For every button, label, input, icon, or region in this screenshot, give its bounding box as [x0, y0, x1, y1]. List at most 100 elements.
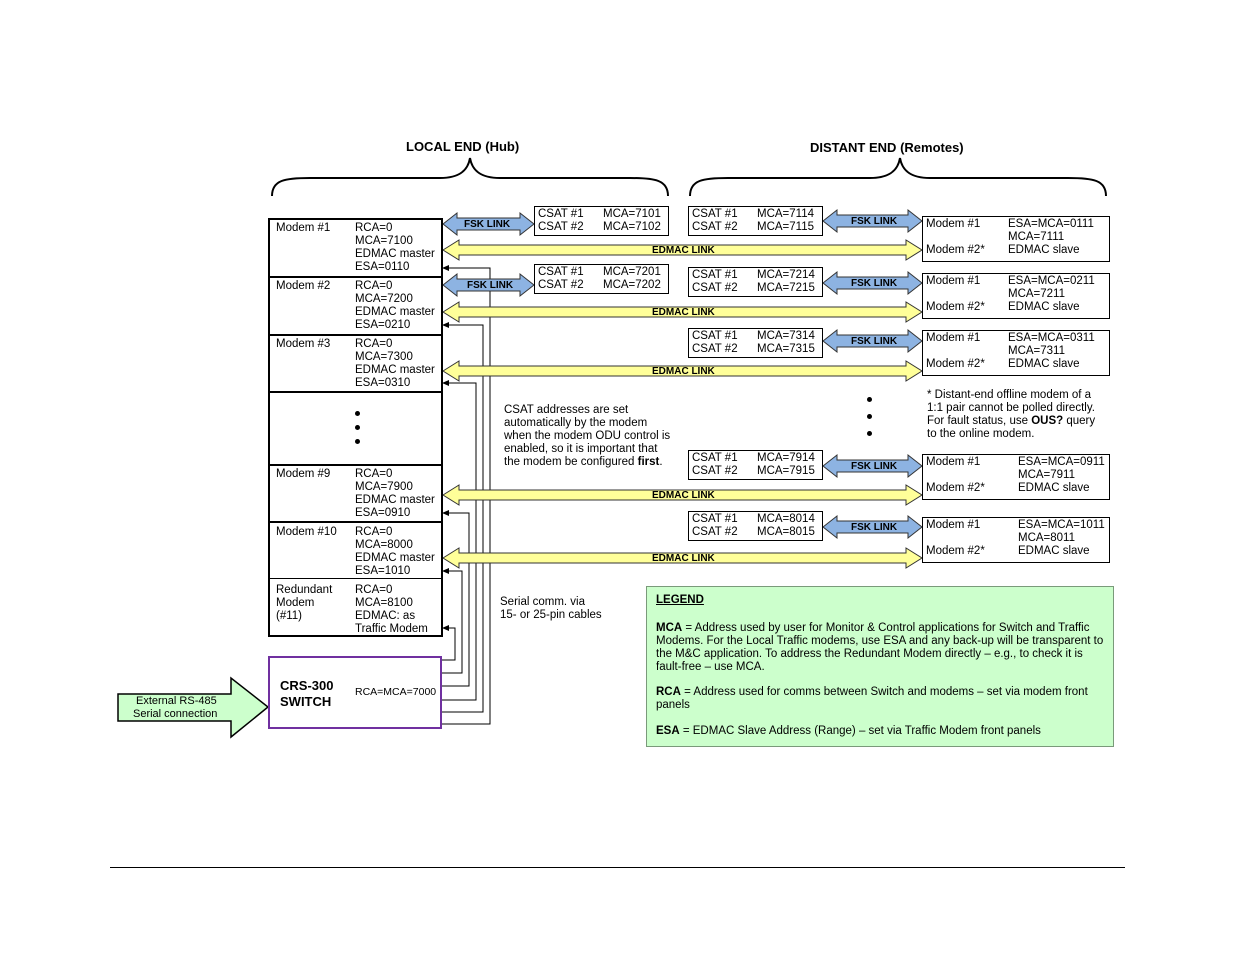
note-line: automatically by the modem	[504, 417, 648, 429]
remote-role: EDMAC slave	[1008, 301, 1080, 313]
legend-line: panels	[656, 699, 690, 711]
csat-label: CSAT #1	[692, 330, 738, 342]
redundant-edmac: EDMAC: as	[355, 610, 416, 622]
fsk-link-label: FSK LINK	[851, 461, 898, 472]
ellipsis-dot	[867, 397, 872, 402]
local-csat-box-1: CSAT #1 MCA=7101 CSAT #2 MCA=7102	[534, 206, 669, 236]
remote-modem-1-label: Modem #1	[926, 218, 981, 230]
remote-modem-2-label: Modem #2*	[926, 482, 985, 494]
remote-mca: MCA=7911	[1018, 469, 1076, 481]
local-modem-stack	[268, 218, 443, 580]
modem-role: EDMAC master	[355, 248, 435, 260]
remote-mca: MCA=7311	[1008, 345, 1066, 357]
modem-role: EDMAC master	[355, 494, 435, 506]
csat-label: CSAT #1	[692, 513, 738, 525]
note-line: enabled, so it is important that	[504, 443, 658, 455]
external-label-1: External RS-485	[136, 695, 217, 707]
remote-modem-1-label: Modem #1	[926, 332, 981, 344]
legend-line: fault-free – use MCA.	[656, 661, 765, 673]
csat-label: CSAT #1	[692, 452, 738, 464]
crs-300-switch: CRS-300 SWITCH RCA=MCA=7000	[268, 656, 442, 729]
remote-mca: MCA=8011	[1018, 532, 1076, 544]
redundant-name-3: (#11)	[276, 610, 302, 622]
note-line: when the modem ODU control is	[504, 430, 671, 442]
csat-mca: MCA=7914	[757, 452, 815, 464]
csat-label: CSAT #2	[692, 526, 738, 538]
remote-modem-2-label: Modem #2*	[926, 244, 985, 256]
modem-role: EDMAC master	[355, 364, 435, 376]
switch-title-2: SWITCH	[280, 694, 332, 709]
note-line: to the online modem.	[927, 428, 1035, 440]
ellipsis-dot	[867, 414, 872, 419]
redundant-mca: MCA=8100	[355, 597, 413, 609]
remote-csat-box-1: CSAT #1 MCA=7114 CSAT #2 MCA=7115	[688, 206, 823, 236]
remote-csat-box-2: CSAT #1 MCA=7214 CSAT #2 MCA=7215	[688, 267, 823, 297]
modem-rca: RCA=0	[355, 280, 393, 292]
modem-rca: RCA=0	[355, 526, 393, 538]
modem-rca: RCA=0	[355, 222, 393, 234]
note-line: the modem be configured first.	[504, 456, 663, 468]
csat-label: CSAT #2	[538, 221, 584, 233]
note-line: 15- or 25-pin cables	[500, 609, 602, 621]
csat-mca: MCA=7915	[757, 465, 815, 477]
remote-esa: ESA=MCA=0911	[1018, 456, 1105, 468]
remote-modem-2-label: Modem #2*	[926, 301, 985, 313]
csat-label: CSAT #2	[692, 465, 738, 477]
csat-label: CSAT #2	[692, 221, 738, 233]
divider	[268, 276, 443, 278]
modem-role: EDMAC master	[355, 552, 435, 564]
remote-modem-box-9: Modem #1 Modem #2* ESA=MCA=0911 MCA=7911…	[922, 454, 1110, 500]
ellipsis-dot	[867, 431, 872, 436]
remote-esa: ESA=MCA=0311	[1008, 332, 1095, 344]
page-rule	[110, 867, 1125, 868]
legend-rca: RCA = Address used for comms between Swi…	[656, 686, 1088, 698]
remote-modem-2-label: Modem #2*	[926, 545, 985, 557]
switch-address: RCA=MCA=7000	[355, 686, 437, 698]
remote-csat-box-9: CSAT #1 MCA=7914 CSAT #2 MCA=7915	[688, 450, 823, 480]
remote-modem-1-label: Modem #1	[926, 456, 981, 468]
legend-title: LEGEND	[656, 594, 704, 606]
redundant-role: Traffic Modem	[355, 623, 428, 635]
remote-role: EDMAC slave	[1008, 358, 1080, 370]
local-end-header: LOCAL END (Hub)	[406, 139, 520, 154]
fsk-link-label: FSK LINK	[851, 216, 898, 227]
fsk-links	[442, 208, 923, 540]
csat-mca: MCA=7215	[757, 282, 815, 294]
remote-mca: MCA=7211	[1008, 288, 1066, 300]
legend: LEGEND MCA = Address used by user for Mo…	[646, 586, 1114, 747]
local-csat-box-2: CSAT #1 MCA=7201 CSAT #2 MCA=7202	[534, 264, 669, 294]
fsk-link-label: FSK LINK	[851, 522, 898, 533]
redundant-name-2: Modem	[276, 597, 315, 609]
divider	[268, 334, 443, 336]
modem-esa: ESA=0210	[355, 319, 411, 331]
remote-modem-box-3: Modem #1 Modem #2* ESA=MCA=0311 MCA=7311…	[922, 330, 1110, 376]
edmac-link-label: EDMAC LINK	[652, 553, 715, 564]
remote-role: EDMAC slave	[1008, 244, 1080, 256]
legend-line: the M&C application. To address the Redu…	[656, 648, 1083, 660]
ellipsis-dot	[355, 439, 360, 444]
csat-mca: MCA=7315	[757, 343, 815, 355]
remote-csat-box-10: CSAT #1 MCA=8014 CSAT #2 MCA=8015	[688, 511, 823, 541]
edmac-links	[442, 239, 923, 569]
external-arrow	[117, 676, 270, 739]
csat-mca: MCA=8014	[757, 513, 815, 525]
edmac-link-label: EDMAC LINK	[652, 366, 715, 377]
csat-label: CSAT #1	[538, 208, 584, 220]
remote-csat-box-3: CSAT #1 MCA=7314 CSAT #2 MCA=7315	[688, 328, 823, 358]
csat-mca: MCA=8015	[757, 526, 815, 538]
note-line: 1:1 pair cannot be polled directly.	[927, 402, 1095, 414]
edmac-link-label: EDMAC LINK	[652, 490, 715, 501]
csat-mca: MCA=7102	[603, 221, 661, 233]
divider	[268, 521, 443, 523]
csat-mca: MCA=7114	[757, 208, 815, 220]
remote-role: EDMAC slave	[1018, 545, 1090, 557]
modem-esa: ESA=0910	[355, 507, 411, 519]
modem-rca: RCA=0	[355, 468, 393, 480]
divider	[268, 464, 443, 466]
legend-esa: ESA = EDMAC Slave Address (Range) – set …	[656, 725, 1041, 737]
fsk-link-label: FSK LINK	[851, 336, 898, 347]
csat-mca: MCA=7101	[603, 208, 661, 220]
modem-name: Modem #9	[276, 468, 331, 480]
legend-line: Modems. For the Local Traffic modems, us…	[656, 635, 1104, 647]
